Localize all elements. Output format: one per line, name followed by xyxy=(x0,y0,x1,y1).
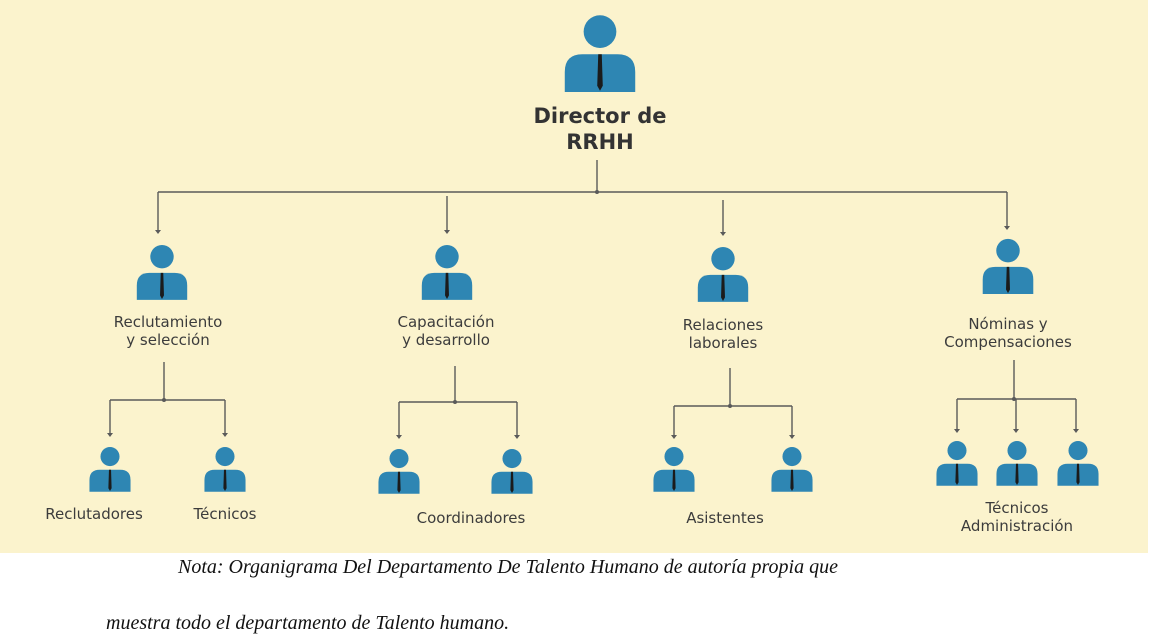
dept-icon-training xyxy=(420,244,474,300)
tra-arrow-1 xyxy=(396,435,402,439)
staff-label-coordinators: Coordinadores xyxy=(416,509,526,527)
rel-arrow-1 xyxy=(671,435,677,439)
dept-label-payroll: Nóminas y Compensaciones xyxy=(944,315,1072,352)
connector-lines xyxy=(107,160,1079,439)
tra-arrow-2 xyxy=(514,435,520,439)
director-icon xyxy=(562,14,638,92)
rec-arrow-1 xyxy=(107,433,113,437)
staff-label-recruiters: Reclutadores xyxy=(45,505,143,523)
dept-arrow-payroll xyxy=(1004,226,1010,230)
staff-label-assistants: Asistentes xyxy=(686,509,764,527)
caption-line-1: Nota: Organigrama Del Departamento De Ta… xyxy=(178,556,838,578)
dept-arrow-recruitment xyxy=(155,230,161,234)
staff-label-admin: Técnicos Administración xyxy=(960,499,1074,536)
staff-icon-recruiters xyxy=(88,446,132,492)
org-chart: Director de RRHH Reclutamiento y selecci… xyxy=(0,0,1148,553)
dept-icon-relations xyxy=(696,246,750,302)
dept-arrow-training xyxy=(444,230,450,234)
dept-icon-recruitment xyxy=(135,244,189,300)
pay-arrow-1 xyxy=(954,429,960,433)
staff-icon-coordinators-1 xyxy=(377,448,421,494)
staff-icon-admin-2 xyxy=(995,440,1039,486)
dept-label-recruitment: Reclutamiento y selección xyxy=(113,313,223,350)
dept-label-relations: Relaciones laborales xyxy=(682,316,764,353)
pay-arrow-3 xyxy=(1073,429,1079,433)
dept-arrow-relations xyxy=(720,232,726,236)
caption-line-2: muestra todo el departamento de Talento … xyxy=(106,612,510,634)
root-label: Director de RRHH xyxy=(533,104,667,154)
staff-icon-assistants-1 xyxy=(652,446,696,492)
staff-icon-admin-3 xyxy=(1056,440,1100,486)
staff-icon-assistants-2 xyxy=(770,446,814,492)
pay-arrow-2 xyxy=(1013,429,1019,433)
dept-label-training: Capacitación y desarrollo xyxy=(397,313,495,350)
rel-arrow-2 xyxy=(789,435,795,439)
staff-icon-coordinators-2 xyxy=(490,448,534,494)
staff-icon-admin-1 xyxy=(935,440,979,486)
staff-icon-technicians xyxy=(203,446,247,492)
dept-icon-payroll xyxy=(980,238,1036,294)
staff-label-technicians: Técnicos xyxy=(193,505,257,523)
rec-arrow-2 xyxy=(222,433,228,437)
